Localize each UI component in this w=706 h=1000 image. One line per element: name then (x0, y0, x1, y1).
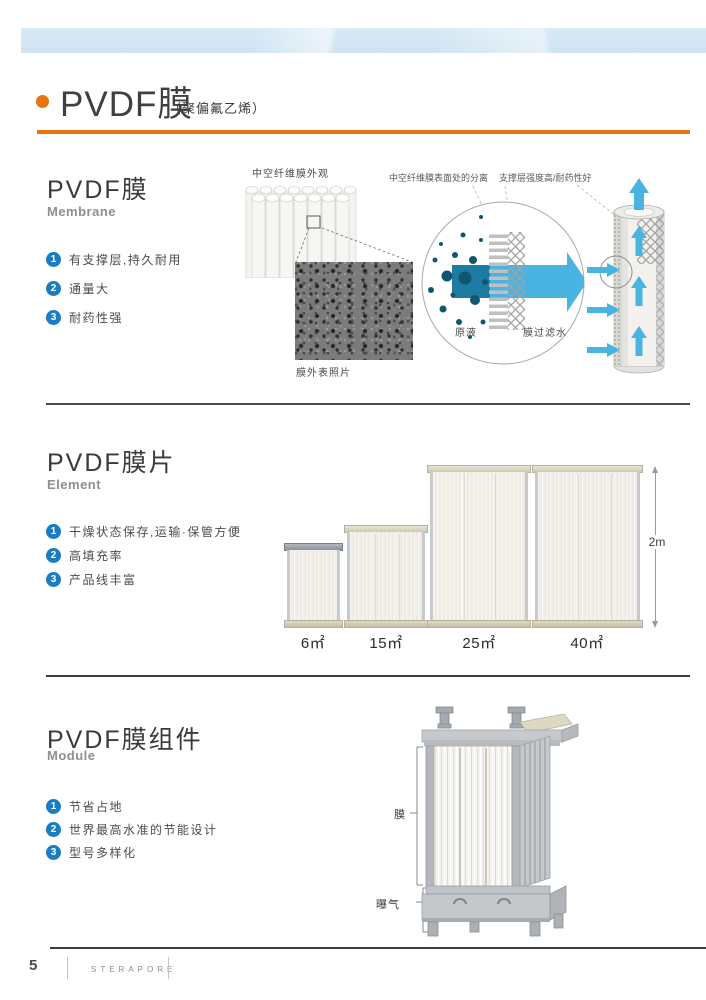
feature-item: 2 通量大 (46, 280, 110, 297)
section-divider (46, 675, 690, 677)
sem-photo-caption: 膜外表照片 (296, 368, 351, 379)
feature-item: 1 节省占地 (46, 798, 123, 815)
element-size-label: 25㎡ (462, 635, 496, 652)
feature-number-badge: 2 (46, 281, 61, 296)
membrane-curtains (433, 745, 513, 889)
feature-item: 2 世界最高水准的节能设计 (46, 821, 218, 838)
element-size-label: 6㎡ (300, 635, 326, 652)
fiber-photo-caption: 中空纤维膜外观 (252, 169, 329, 180)
title-bullet-icon (36, 95, 49, 108)
zoom-connector-lines (295, 227, 413, 263)
header-band (21, 28, 706, 53)
feature-number-badge: 2 (46, 822, 61, 837)
feature-text: 有支撑层,持久耐用 (69, 253, 182, 267)
diagram-callout-right: 支撑层强度高/耐药性好 (499, 173, 592, 183)
element-photo-6m2 (284, 543, 343, 628)
aeration-box (421, 893, 551, 921)
footer-rule (50, 947, 706, 949)
footer-brand: STERAPORE (91, 965, 177, 974)
feature-number-badge: 1 (46, 252, 61, 267)
sem-photo (295, 262, 413, 360)
feature-item: 3 耐药性强 (46, 309, 123, 326)
dimension-arrow-up-icon (652, 466, 658, 473)
feature-item: 1 干燥状态保存,运输·保管方便 (46, 523, 241, 540)
flow-arrows (587, 178, 649, 357)
zoom-marker (306, 215, 321, 229)
section-subheading-module: Module (47, 748, 96, 763)
fiber-tube-cutaway (587, 178, 665, 374)
hollow-fiber-photo (245, 185, 357, 278)
legs (427, 913, 564, 937)
dimension-arrow-down-icon (652, 621, 658, 628)
title-rule (37, 130, 690, 134)
feed-particles (428, 215, 488, 339)
page-title-annotation: （聚偏氟乙烯） (168, 101, 267, 116)
section-heading-element: PVDF膜片 (47, 449, 176, 477)
footer-separator (168, 957, 169, 979)
aeration-bracket-label: 曝气 (376, 899, 400, 911)
page-title: PVDF膜 (60, 85, 194, 124)
section-heading-membrane: PVDF膜 (47, 176, 149, 204)
feature-number-badge: 1 (46, 524, 61, 539)
feature-text: 耐药性强 (69, 311, 124, 325)
element-photo-15m2 (344, 525, 428, 628)
feature-number-badge: 2 (46, 548, 61, 563)
membrane-layer (489, 232, 508, 330)
section-heading-module: PVDF膜组件 (47, 726, 203, 754)
page-number: 5 (29, 957, 38, 974)
filtrate-label: 膜过滤水 (523, 328, 567, 339)
side-slats (524, 738, 546, 886)
section-subheading-element: Element (47, 477, 102, 492)
element-photo-25m2 (427, 465, 531, 628)
feature-text: 通量大 (69, 282, 110, 296)
feature-number-badge: 3 (46, 310, 61, 325)
membrane-bracket (410, 746, 423, 886)
element-photo-40m2 (532, 465, 643, 628)
feature-number-badge: 1 (46, 799, 61, 814)
feature-text: 世界最高水准的节能设计 (69, 823, 218, 837)
feature-text: 高填充率 (69, 549, 124, 563)
feature-item: 3 产品线丰富 (46, 571, 137, 588)
element-size-label: 40㎡ (570, 635, 604, 652)
feature-text: 产品线丰富 (69, 573, 137, 587)
feature-number-badge: 3 (46, 845, 61, 860)
module-photo (410, 706, 579, 937)
diagram-callout-left: 中空纤维膜表面处的分离 (389, 173, 489, 183)
feed-label: 原液 (455, 328, 477, 339)
feature-item: 1 有支撑层,持久耐用 (46, 251, 182, 268)
element-size-label: 15㎡ (369, 635, 403, 652)
section-divider (46, 403, 690, 405)
membrane-diagram (421, 178, 665, 374)
section-subheading-membrane: Membrane (47, 204, 117, 219)
feature-item: 2 高填充率 (46, 547, 123, 564)
footer-separator (67, 957, 68, 979)
support-layer (508, 232, 525, 330)
membrane-bracket-label: 膜 (394, 809, 406, 821)
feature-text: 干燥状态保存,运输·保管方便 (69, 525, 242, 539)
feature-item: 3 型号多样化 (46, 844, 137, 861)
feature-number-badge: 3 (46, 572, 61, 587)
nozzles (435, 706, 526, 729)
feature-text: 节省占地 (69, 800, 124, 814)
height-dimension-label: 2m (646, 535, 668, 549)
feature-text: 型号多样化 (69, 846, 137, 860)
